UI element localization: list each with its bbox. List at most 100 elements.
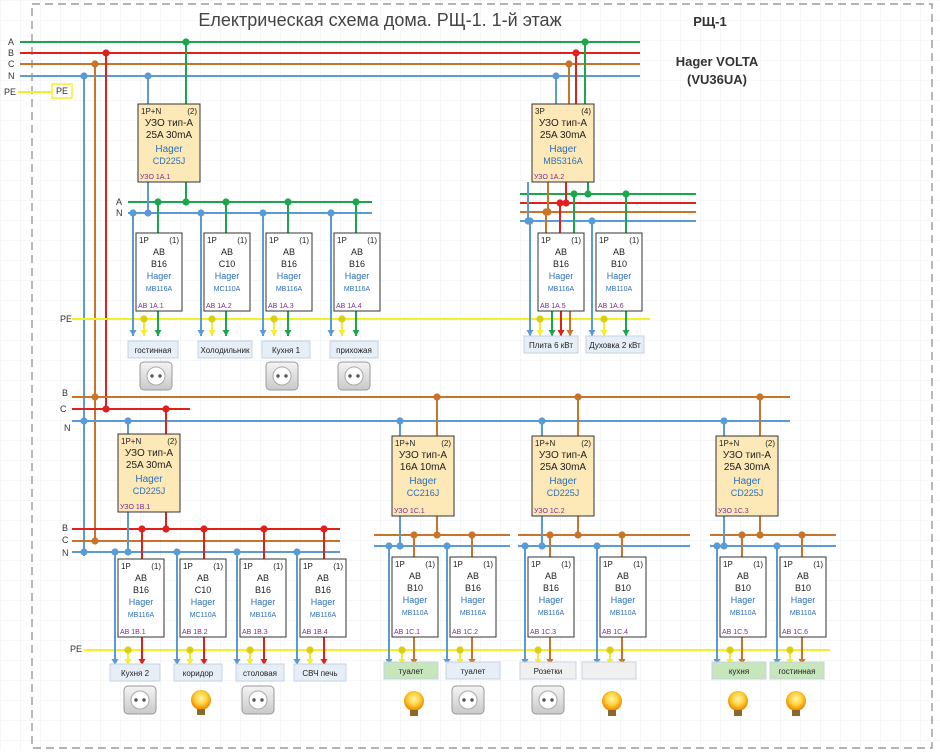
junction-dot xyxy=(552,72,560,80)
junction-dot xyxy=(124,417,132,425)
low-label-b: B xyxy=(62,523,68,533)
breaker-text: АВ 1С.2 xyxy=(452,629,478,636)
junction-dot xyxy=(173,548,181,556)
breaker-text: Hager xyxy=(251,597,276,607)
socket-pin xyxy=(550,698,554,702)
breaker-body xyxy=(527,556,575,638)
load-box xyxy=(585,335,645,354)
junction-dot xyxy=(574,393,582,401)
pe-box-label: PE xyxy=(56,86,68,96)
junction-dot xyxy=(102,405,110,413)
junction-dot xyxy=(306,646,314,654)
breaker-text: (1) xyxy=(169,236,179,245)
junction-dot xyxy=(91,60,99,68)
breaker-text: MB110A xyxy=(790,610,817,617)
breaker-text: B16 xyxy=(315,585,331,595)
rcd-text: Hager xyxy=(549,476,577,487)
load-box xyxy=(329,340,379,359)
arrow-head xyxy=(111,659,119,665)
rcd-body xyxy=(531,435,595,517)
load-1a2: Холодильник xyxy=(197,340,253,359)
breaker-text: АВ xyxy=(467,571,479,581)
lamp-bulb xyxy=(602,691,622,711)
junction-dot xyxy=(162,525,170,533)
junction-dot xyxy=(726,646,734,654)
lamp-bulb xyxy=(191,690,211,710)
load-1c1: туалет xyxy=(383,661,439,680)
arrow-head xyxy=(233,659,241,665)
load-label: Духовка 2 кВт xyxy=(589,341,641,350)
breaker-text: B16 xyxy=(465,583,481,593)
socket-face xyxy=(344,366,364,386)
arrow-head xyxy=(270,330,278,336)
arrow-head xyxy=(566,330,574,336)
arrow-head xyxy=(284,330,292,336)
rcd-text: CD225J xyxy=(547,488,580,498)
socket-icon xyxy=(241,685,275,715)
arrow-head xyxy=(154,330,162,336)
rcd-text: 1P+N xyxy=(535,439,555,448)
breaker-text: MC110A xyxy=(214,286,241,293)
breaker-text: B16 xyxy=(255,585,271,595)
arrow-head xyxy=(197,330,205,336)
socket-pin xyxy=(356,374,360,378)
breaker-text: 1P xyxy=(243,562,253,571)
breaker-text: B10 xyxy=(795,583,811,593)
breaker-text: АВ 1А.6 xyxy=(598,303,624,310)
load-1b2: коридор xyxy=(173,663,223,682)
arrow-head xyxy=(526,330,534,336)
breaker-text: Hager xyxy=(461,595,486,605)
rcd-text: УЗО тип-А xyxy=(539,450,588,461)
breaker-text: (1) xyxy=(753,560,763,569)
lamp-base xyxy=(608,710,616,716)
breaker-text: (1) xyxy=(629,236,639,245)
breaker-text: АВ xyxy=(545,571,557,581)
rcd-text: (2) xyxy=(441,439,451,448)
arrow-head xyxy=(259,330,267,336)
junction-dot xyxy=(222,198,230,206)
load-label: гостинная xyxy=(135,346,172,355)
breaker-text: 1P xyxy=(531,560,541,569)
junction-dot xyxy=(246,646,254,654)
load-box xyxy=(173,663,223,682)
junction-dot xyxy=(468,531,476,539)
breaker-text: MB116A xyxy=(276,286,303,293)
rcd-text: УЗО 1С.1 xyxy=(394,508,425,515)
breaker-text: АВ 1В.4 xyxy=(302,629,328,636)
breaker-text: B10 xyxy=(407,583,423,593)
junction-dot xyxy=(398,646,406,654)
breaker-text: АВ 1А.1 xyxy=(138,303,164,310)
panel-name: РЩ-1 xyxy=(693,14,726,29)
junction-dot xyxy=(713,542,721,550)
breaker-text: 1P xyxy=(337,236,347,245)
rcd-body xyxy=(715,435,779,517)
junction-dot xyxy=(208,315,216,323)
breaker-text: 1P xyxy=(395,560,405,569)
junction-dot xyxy=(91,393,99,401)
lamp-bulb xyxy=(786,691,806,711)
junction-dot xyxy=(338,315,346,323)
rcd-text: (2) xyxy=(581,439,591,448)
breaker-text: Hager xyxy=(129,597,154,607)
socket-pin xyxy=(284,374,288,378)
socket-icon xyxy=(123,685,157,715)
breaker-text: MC110A xyxy=(190,612,217,619)
breaker-body xyxy=(333,232,381,312)
junction-dot xyxy=(562,199,570,207)
rcd-text: Hager xyxy=(733,476,761,487)
socket-icon xyxy=(139,361,173,391)
breaker-text: АВ 1В.3 xyxy=(242,629,268,636)
junction-dot xyxy=(233,548,241,556)
load-label: Кухня 2 xyxy=(121,669,150,678)
breaker-text: АВ xyxy=(617,571,629,581)
junction-dot xyxy=(572,49,580,57)
arrow-head xyxy=(138,659,146,665)
breaker-body xyxy=(779,556,827,638)
breaker-text: Hager xyxy=(611,595,636,605)
